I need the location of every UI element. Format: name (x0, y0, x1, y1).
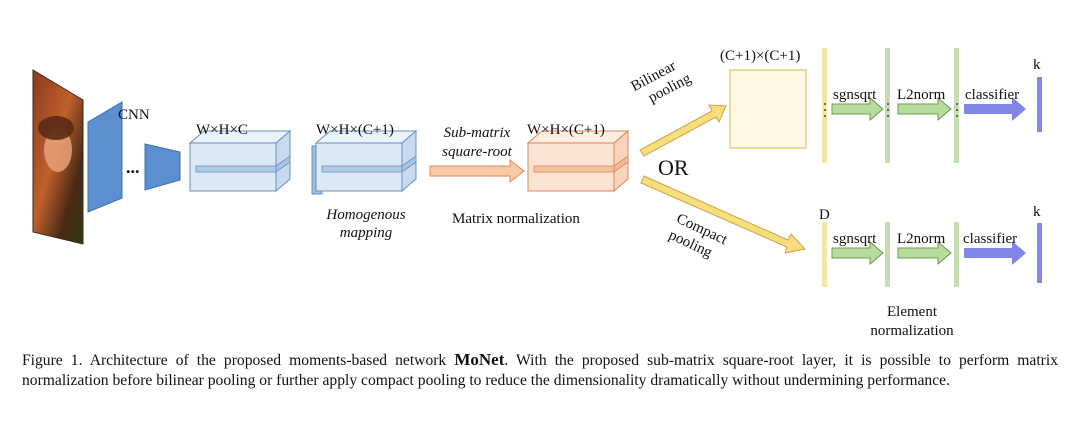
bottom-l2norm-bar (954, 222, 959, 287)
top-pooled-bar (822, 48, 827, 163)
top-sgnsqrt-label: sgnsqrt (833, 87, 877, 103)
feature-dim-label: W×H×C (196, 122, 248, 138)
bottom-output-bar (1037, 223, 1042, 283)
sqrt-arrow (429, 158, 525, 184)
homogenous-dim-label: W×H×(C+1) (316, 122, 394, 138)
figure-caption: Figure 1. Architecture of the proposed m… (22, 350, 1058, 391)
bottom-l2norm-label: L2norm (897, 231, 946, 247)
homogenous-caption: Homogenous mapping (316, 206, 416, 242)
sqrt-caption: Sub-matrix square-root (430, 124, 524, 162)
top-l2norm-label: L2norm (897, 87, 946, 103)
top-dots (824, 103, 958, 117)
sqrt-caption-line2: square-root (442, 144, 512, 160)
feature-map-box (188, 129, 292, 193)
top-output-bar (1037, 77, 1042, 132)
or-label: OR (658, 155, 689, 180)
top-sgnsqrt-bar (885, 48, 890, 163)
bilinear-matrix (729, 69, 807, 149)
cnn-label: CNN (118, 107, 150, 123)
top-classifier-arrow (964, 97, 1026, 121)
normalized-dim-label: W×H×(C+1) (527, 122, 605, 138)
top-k-label: k (1033, 57, 1041, 73)
homogenous-box (311, 129, 418, 195)
caption-network-name: MoNet (454, 350, 505, 369)
top-classifier-label: classifier (965, 87, 1020, 103)
homogenous-caption-line1: Homogenous (326, 207, 406, 223)
figure-drawing (32, 48, 1042, 287)
bottom-l2norm-arrow (897, 240, 952, 266)
bottom-sgnsqrt-label: sgnsqrt (833, 231, 877, 247)
element-norm-line1: Element (887, 304, 937, 320)
caption-prefix: Figure 1. Architecture of the proposed m… (22, 352, 455, 369)
top-sgnsqrt-arrow (831, 96, 884, 122)
element-normalization-label: Element normalization (852, 303, 972, 341)
matrix-normalization-label: Matrix normalization (452, 211, 580, 227)
top-l2norm-bar (954, 48, 959, 163)
bottom-sgnsqrt-arrow (831, 240, 884, 266)
input-image (32, 69, 84, 245)
bottom-classifier-arrow (964, 241, 1026, 265)
compact-arrow (640, 175, 806, 254)
bottom-sgnsqrt-bar (885, 222, 890, 287)
bottom-pooled-bar (822, 222, 827, 287)
caption-suffix: . With the proposed sub-matrix square-ro… (22, 352, 1058, 389)
top-l2norm-arrow (897, 96, 952, 122)
compact-dim-label: D (819, 207, 830, 223)
normalized-box (526, 129, 630, 193)
bilinear-dim-label: (C+1)×(C+1) (720, 48, 801, 64)
element-norm-line2: normalization (870, 323, 954, 339)
cnn-layer-1 (87, 101, 123, 213)
bottom-k-label: k (1033, 204, 1041, 220)
sqrt-caption-line1: Sub-matrix (443, 125, 511, 141)
cnn-layer-2 (144, 143, 181, 191)
architecture-figure: CNN ... W×H×C W×H×(C+1) Homogenous mappi… (32, 48, 1042, 341)
bottom-classifier-label: classifier (963, 231, 1018, 247)
homogenous-caption-line2: mapping (339, 225, 393, 241)
ellipsis-label: ... (126, 157, 140, 177)
bilinear-arrow (639, 104, 727, 157)
